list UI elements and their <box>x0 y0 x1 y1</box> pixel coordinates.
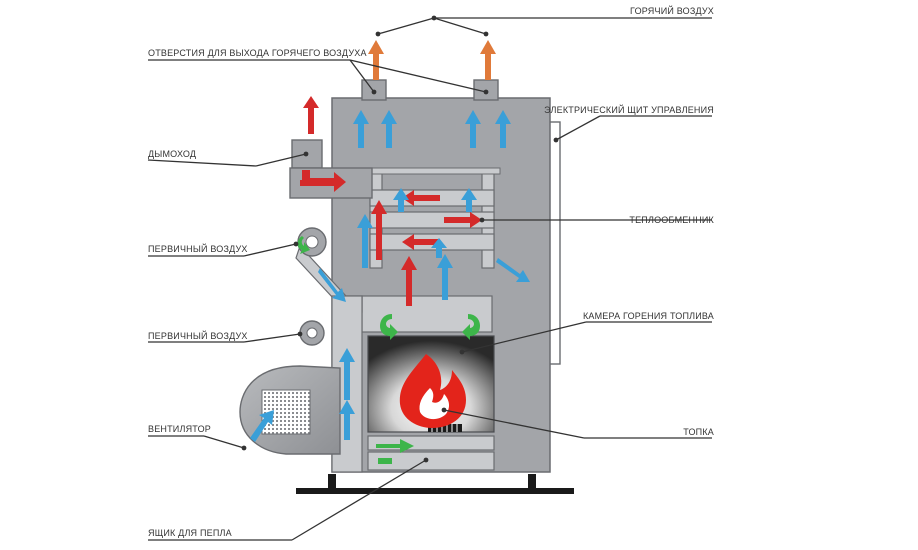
air-flow-arrow-icon <box>250 110 530 442</box>
label-primary-air-1: ПЕРВИЧНЫЙ ВОЗДУХ <box>148 243 248 254</box>
grate <box>428 424 462 432</box>
label-fan: ВЕНТИЛЯТОР <box>148 424 211 434</box>
base-plate <box>296 488 574 494</box>
label-primary-air-2: ПЕРВИЧНЫЙ ВОЗДУХ <box>148 330 248 341</box>
fan <box>239 365 341 455</box>
label-ash-box: ЯЩИК ДЛЯ ПЕПЛА <box>148 528 232 538</box>
label-hot-air-outlets: ОТВЕРСТИЯ ДЛЯ ВЫХОДА ГОРЯЧЕГО ВОЗДУХА <box>148 48 367 58</box>
green-arrow-icon <box>297 236 480 464</box>
label-chimney: ДЫМОХОД <box>148 149 196 159</box>
right-foot <box>528 474 536 490</box>
label-combustion-chamber: КАМЕРА ГОРЕНИЯ ТОПЛИВА <box>583 311 714 321</box>
labels: ГОРЯЧИЙ ВОЗДУХ ОТВЕРСТИЯ ДЛЯ ВЫХОДА ГОРЯ… <box>148 5 714 538</box>
hot-air-arrow-icon <box>368 40 496 80</box>
leader-lines <box>147 15 712 541</box>
flue-gas-arrow-icon <box>300 96 482 306</box>
flame-icon <box>399 354 466 428</box>
label-control-panel: ЭЛЕКТРИЧЕСКИЙ ЩИТ УПРАВЛЕНИЯ <box>544 104 714 115</box>
label-firebox: ТОПКА <box>683 427 714 437</box>
ash-box <box>367 435 495 471</box>
left-foot <box>328 474 336 490</box>
label-hot-air: ГОРЯЧИЙ ВОЗДУХ <box>630 5 714 16</box>
hot-air-plenum <box>345 104 539 154</box>
label-heat-exchanger: ТЕПЛООБМЕННИК <box>629 215 714 225</box>
